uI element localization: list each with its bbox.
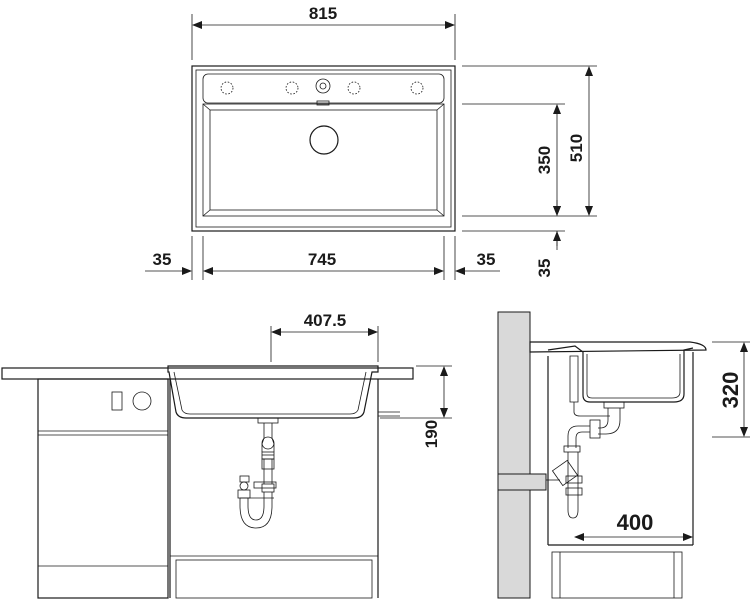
bowl-inner xyxy=(209,109,438,211)
wall-section xyxy=(497,311,531,599)
dishwasher-panel xyxy=(111,391,123,411)
dim-overall-width: 815 xyxy=(309,4,337,23)
tap-hole-2 xyxy=(285,81,299,95)
tap-hole-3 xyxy=(347,81,361,95)
dim-right-margin: 35 xyxy=(477,250,496,269)
dim-bowl-height: 190 xyxy=(422,420,441,448)
dim-drain-offset: 407.5 xyxy=(304,311,347,330)
overflow-slot xyxy=(316,100,330,106)
drain-outlet xyxy=(309,125,339,155)
countertop xyxy=(1,367,414,380)
tap-ledge xyxy=(202,73,445,104)
front-view: 407.5 190 xyxy=(1,311,452,599)
wall-pipe-sleeve xyxy=(497,473,547,491)
dishwasher-knob xyxy=(132,391,152,411)
tap-hole-4 xyxy=(410,81,424,95)
side-view: 320 400 xyxy=(497,311,750,599)
sink-bowl-section xyxy=(167,365,379,419)
bowl-outline xyxy=(202,103,445,217)
tap-hole-center xyxy=(315,78,331,94)
cabinet-plinth xyxy=(175,559,373,599)
dim-bowl-width: 745 xyxy=(308,250,336,269)
dim-bowl-depth: 350 xyxy=(535,146,554,174)
dim-overall-depth: 510 xyxy=(567,134,586,162)
dim-left-margin: 35 xyxy=(153,250,172,269)
sink-rim-inner xyxy=(195,69,452,228)
side-plinth xyxy=(551,551,683,599)
sink-outline xyxy=(191,65,456,232)
dim-front-margin: 35 xyxy=(535,259,554,278)
dim-mounting-height: 320 xyxy=(718,372,743,409)
side-sink-profile xyxy=(547,345,694,403)
drain-trap xyxy=(237,417,279,529)
dishwasher-cabinet xyxy=(37,378,169,599)
dim-cabinet-width: 400 xyxy=(617,510,654,535)
top-view: 815 510 350 35 35 745 35 xyxy=(145,4,597,280)
side-countertop xyxy=(529,341,707,353)
tap-hole-1 xyxy=(220,81,234,95)
